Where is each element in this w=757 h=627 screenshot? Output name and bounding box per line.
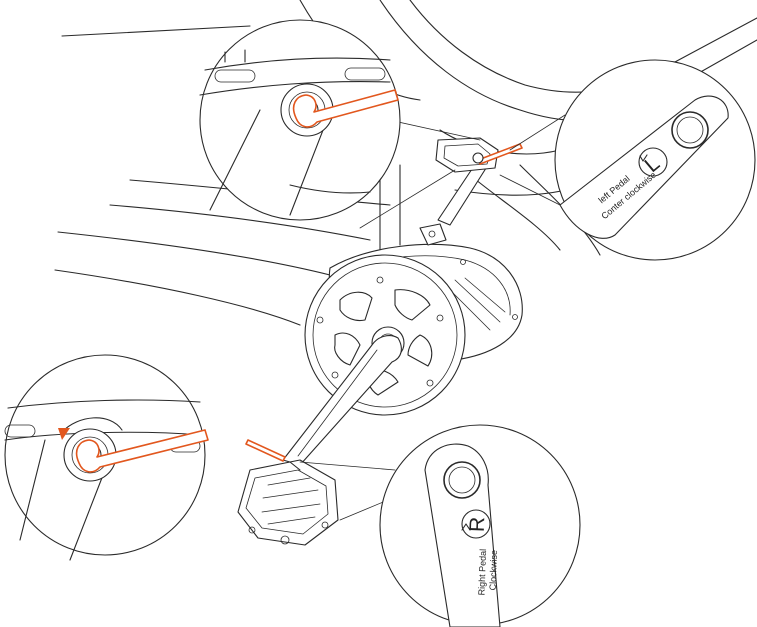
zoom-left-wrench <box>200 20 480 228</box>
zoom-right-wrench <box>5 355 208 560</box>
zoom-left-crank-label: L left Pedal Conter clockwise <box>500 60 755 260</box>
left-crank-arm <box>420 160 488 245</box>
zoom-right-crank-label: R Right Pedal Clockwise <box>300 425 580 627</box>
left-pedal-small <box>436 138 522 172</box>
chainring <box>305 255 465 415</box>
right-pedal-letter: R <box>466 516 490 532</box>
right-pedal-direction: Clockwise <box>488 550 499 591</box>
right-pedal-label: Right Pedal <box>476 549 488 596</box>
